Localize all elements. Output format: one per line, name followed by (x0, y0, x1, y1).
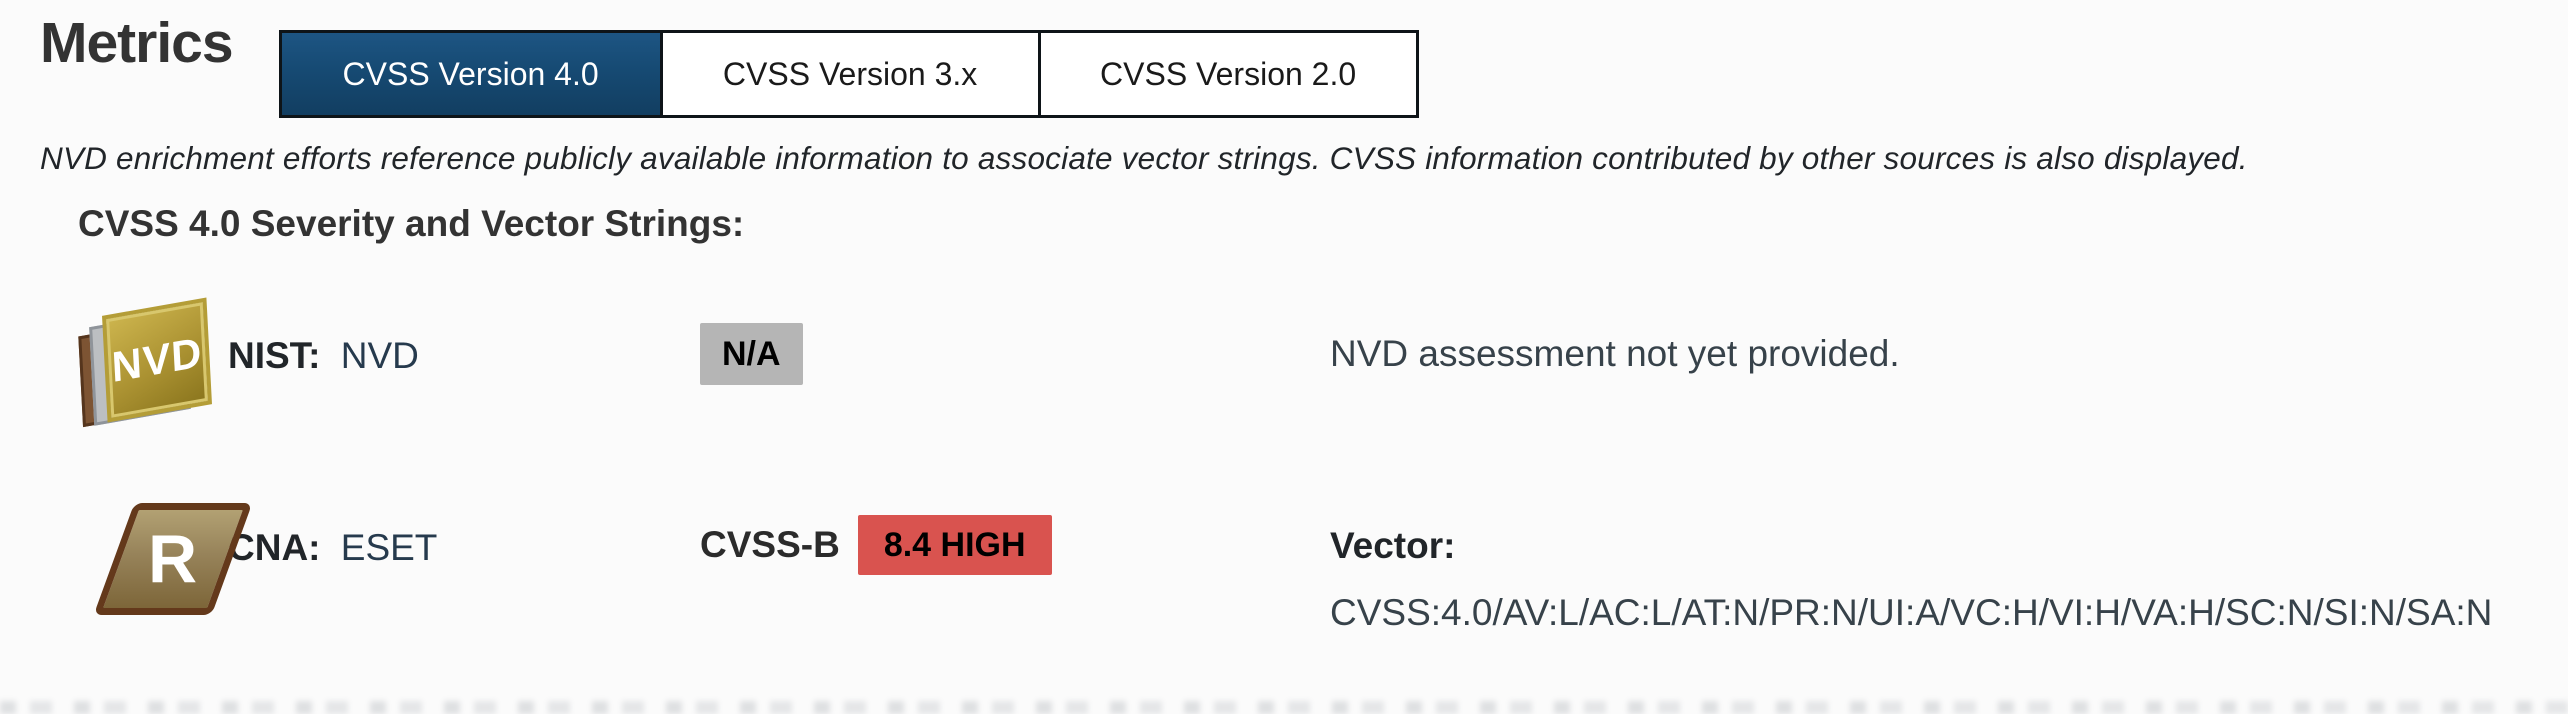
cvss-version-tabs: CVSS Version 4.0 CVSS Version 3.x CVSS V… (278, 30, 1419, 118)
page-title: Metrics (40, 11, 234, 75)
metrics-rows: NVD NIST: NVD N/A NVD assessment not yet… (78, 297, 2568, 645)
severity-vector-heading: CVSS 4.0 Severity and Vector Strings: (78, 203, 745, 244)
severity-badge-na: N/A (700, 323, 803, 385)
cutoff-next-row (0, 701, 2568, 714)
severity-cell-cna: CVSS-B 8.4 HIGH (700, 495, 1330, 575)
cna-r-icon-letter: R (148, 521, 198, 597)
vector-cell-cna: Vector: CVSS:4.0/AV:L/AC:L/AT:N/PR:N/UI:… (1330, 495, 2568, 645)
source-value-nvd[interactable]: NVD (340, 335, 419, 376)
vector-cell-nist: NVD assessment not yet provided. (1330, 303, 2568, 375)
table-row-nist: NVD NIST: NVD N/A NVD assessment not yet… (78, 297, 2568, 431)
tab-cvss-version-3-x[interactable]: CVSS Version 3.x (659, 33, 1038, 115)
severity-badge-high[interactable]: 8.4 HIGH (857, 515, 1052, 575)
vector-label: Vector: (1330, 525, 1456, 566)
enrichment-disclaimer: NVD enrichment efforts reference publicl… (40, 140, 2248, 176)
source-value-eset: ESET (340, 527, 438, 568)
metrics-header: Metrics CVSS Version 4.0 CVSS Version 3.… (0, 0, 2568, 118)
source-label-cna: CNA: (228, 527, 321, 568)
cna-r-icon: R (78, 495, 253, 623)
source-cell-nist: NIST: NVD (228, 303, 700, 377)
tab-cvss-version-2-0[interactable]: CVSS Version 2.0 (1037, 33, 1416, 115)
cvss-vector-string: CVSS:4.0/AV:L/AC:L/AT:N/PR:N/UI:A/VC:H/V… (1330, 592, 2493, 633)
table-row-cna: R CNA: ESET CVSS-B 8.4 HIGH Vector: CVSS… (78, 495, 2568, 645)
severity-cell-nist: N/A (700, 303, 1330, 385)
cvss-b-label: CVSS-B (700, 524, 840, 565)
tab-cvss-version-4-0[interactable]: CVSS Version 4.0 (281, 33, 660, 115)
nvd-assessment-note: NVD assessment not yet provided. (1330, 333, 1900, 374)
source-label-nist: NIST: (228, 335, 321, 376)
source-cell-cna: CNA: ESET (228, 495, 700, 569)
nvd-logo-icon: NVD (78, 297, 228, 431)
nvd-logo-gold-layer: NVD (102, 297, 212, 423)
nvd-logo-text: NVD (110, 327, 204, 392)
cna-r-icon-box: R (93, 503, 253, 615)
